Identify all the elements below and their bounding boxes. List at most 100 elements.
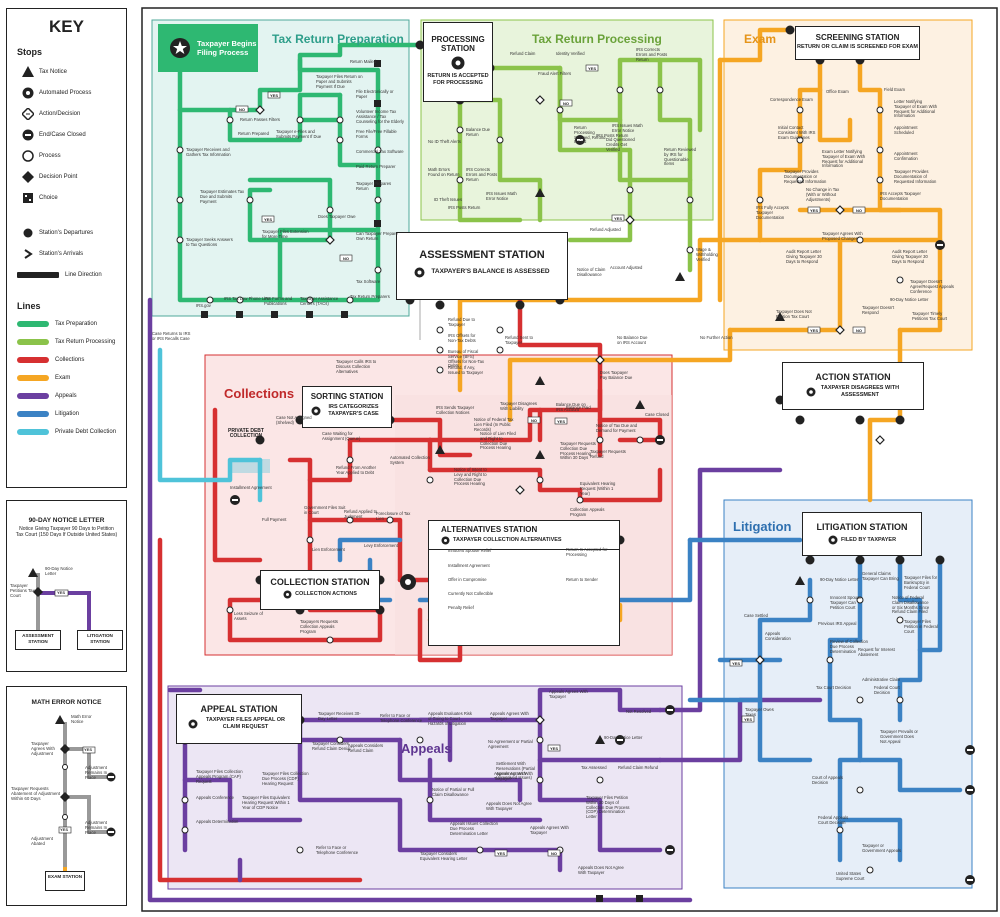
appeal-station-name: APPEAL STATION [200, 704, 278, 714]
appeals-stop-label: Appeals Does Not Agree With Taxpayer [486, 801, 532, 811]
assessment-station-name: ASSESSMENT STATION [419, 249, 545, 261]
litigation-stop-label: Taxpayer or Government Appeals [862, 843, 902, 853]
litigation-stop-label: Taxpayer Owes Taxes [745, 707, 774, 717]
collections-stop-label: Notice of Lien Filed and Right to Collec… [480, 431, 516, 451]
key-line-item: Collections [7, 351, 126, 369]
svg-text:YES: YES [588, 66, 596, 71]
svg-text:YES: YES [550, 746, 558, 751]
collections-stop-label: Notice of Tax Due and Demand for Payment [596, 423, 638, 433]
collections-stop-label: Case Closed [645, 412, 669, 417]
prep-stop-label: Return Mailed [350, 59, 377, 64]
litigation-stop-label: Case Settled [744, 613, 768, 618]
proc-stop-label: Return Reviewed by IRS for Questionable … [664, 147, 697, 167]
alternatives-station-name: ALTERNATIVES STATION [441, 525, 538, 534]
proc-stop-label: IRS Issues Math Error Notice [486, 191, 517, 201]
svg-text:NO: NO [856, 328, 862, 333]
exam-stop-label: IRS Accepts Taxpayer Documentation [880, 191, 921, 201]
collections-stop-label: Levy Enforcement [364, 543, 398, 548]
line-swatch [17, 357, 49, 363]
appeal-station: APPEAL STATION TAXPAYER FILES APPEAL OR … [176, 694, 302, 744]
appeals-stop-label: Not Resolved [626, 709, 652, 714]
exam-stop-label: Initial Contact Consistent With IRS Exam… [778, 125, 816, 140]
notice90-assessment-box: ASSESSMENT STATION [15, 630, 61, 650]
svg-text:NO: NO [531, 418, 537, 423]
proc-stop-label: Balance Due Return [466, 127, 490, 137]
proc-stop-label: Fraud Alert Filters [538, 71, 572, 76]
region-litigation-bg [723, 499, 973, 889]
svg-text:YES: YES [810, 208, 818, 213]
collections-stop-label: Full Payment [262, 517, 287, 522]
tax-notice-stops [435, 188, 805, 744]
gear-icon [806, 387, 816, 396]
appeals-stop-label: Settlement With Reservations (Partial Ag… [496, 761, 535, 781]
math-yes-tag-2: YES [60, 827, 69, 832]
proc-stop-label: Math Errors Found on Return [428, 167, 460, 177]
litigation-stop-label: 90-Day Notice Letter [820, 577, 859, 582]
litigation-stop-label: Request for Interest Abatement [858, 647, 895, 657]
prep-stop-label: IRS.gov [196, 303, 211, 308]
key-line-label: Appeals [55, 393, 77, 399]
gear-icon [283, 590, 292, 599]
exam-stop-label: Appointment Confirmation [894, 151, 918, 161]
proc-stop-label: Refund Claim [510, 51, 536, 56]
proc-stop-label: Refund Adjusted [590, 227, 621, 232]
key-line-direction: Line Direction [7, 264, 126, 285]
proc-stop-label: IRS Posts Return [596, 133, 629, 138]
key-stop-label: Process [39, 152, 61, 159]
private-debt-highlight [228, 459, 270, 473]
proc-stop-label: Return Processing Stopped, Refund Issued [574, 125, 606, 145]
collection-station: COLLECTION STATION COLLECTION ACTIONS [260, 570, 380, 610]
assessment-stop-label: No Further Action [700, 335, 733, 340]
collections-stop-label: Collection Appeals Program [570, 507, 605, 517]
key-stop-end: End/Case Closed [7, 124, 126, 145]
appeals-stop-label: Taxpayer Considers Equivalent Hearing Le… [420, 851, 468, 861]
alternatives-stop-label: Offer in Compromise [448, 577, 487, 582]
key-panel: KEY Stops Tax Notice Automated Process A… [6, 8, 127, 488]
prep-stop-label: Taxpayer Assistance Centers (TACs) [300, 296, 339, 306]
key-line-item: Tax Preparation [7, 315, 126, 333]
key-line-label: Exam [55, 375, 71, 381]
alternatives-stop-label: Return Is Accepted for Processing [566, 547, 608, 557]
litigation-stop-label: Notice of Federal Claim Disallowance or … [892, 595, 930, 615]
region-exam-bg [723, 19, 973, 351]
appeals-stop-label: Appeals Agrees With Taxpayer [494, 771, 533, 781]
collections-stop-label: Case Returns to IRS or IRS Recalls Case [152, 331, 191, 341]
assessment-stop-label: Refund, If Any, Issued to Taxpayer [448, 365, 484, 375]
math-remains1-label: Adjustment Remains In Place [85, 765, 108, 780]
process-icon [22, 149, 34, 162]
prep-stop-label: Tax Return Preparers [350, 294, 390, 299]
yes-no-tags: YES NO YES NO YES NO YES YES NO YES NO N… [235, 64, 866, 857]
key-line-item: Appeals [7, 387, 126, 405]
litigation-stop-label: Appeals Consideration [765, 631, 791, 641]
line-direction-icon [17, 271, 59, 278]
collections-stop-label: Automated Collection System [390, 455, 430, 465]
prep-stop-label: Taxpayer Seeks Answers to Tax Questions [186, 237, 233, 247]
math-panel: MATH ERROR NOTICE Math Error Notice Taxp… [6, 686, 127, 906]
prep-stop-label: File Electronically or Paper [356, 89, 394, 99]
appeals-stop-label: No Agreement or Partial Agreement [488, 739, 533, 749]
alternatives-stop-label: Innocent Spouse Relief [448, 548, 492, 553]
appeals-stop-label: 90-Day Notice Letter [604, 735, 643, 740]
key-stop-label: Choice [39, 194, 58, 201]
sorting-station: SORTING STATION IRS CATEGORIZES TAXPAYER… [302, 386, 392, 428]
region-collections-label: Collections [224, 386, 295, 401]
key-stop-label: Decision Point [39, 173, 78, 180]
stops [176, 86, 904, 874]
litigation-station-name: LITIGATION STATION [816, 522, 908, 532]
key-line-label: Tax Return Processing [55, 339, 116, 345]
line-swatch [17, 321, 49, 327]
alternatives-stop-label: Penalty Relief [448, 605, 474, 610]
appeals-stop-label: Taxpayer Files Collection Due Process (C… [262, 771, 309, 786]
gear-icon [188, 719, 197, 728]
collections-stop-label: Notice of Federal Tax Lien Filed (In Pub… [474, 417, 514, 432]
notice90-subtitle: Notice Giving Taxpayer 90 Days to Petiti… [15, 526, 118, 538]
gear-icon [414, 267, 425, 278]
line-swatch [17, 411, 49, 417]
litigation-stop-label: Taxpayer Files Petition in Federal Court [904, 619, 938, 634]
litigation-line [337, 537, 963, 863]
collections-stop-label: Lien Enforcement [312, 547, 345, 552]
collections-stop-label: Less Seizure of Assets [234, 611, 263, 621]
start-station: Taxpayer Begins Filing Process [158, 24, 258, 72]
prep-stop-label: Commercial Tax Software [356, 149, 404, 154]
litigation-stop-label: Tax Court Decision [816, 685, 852, 690]
